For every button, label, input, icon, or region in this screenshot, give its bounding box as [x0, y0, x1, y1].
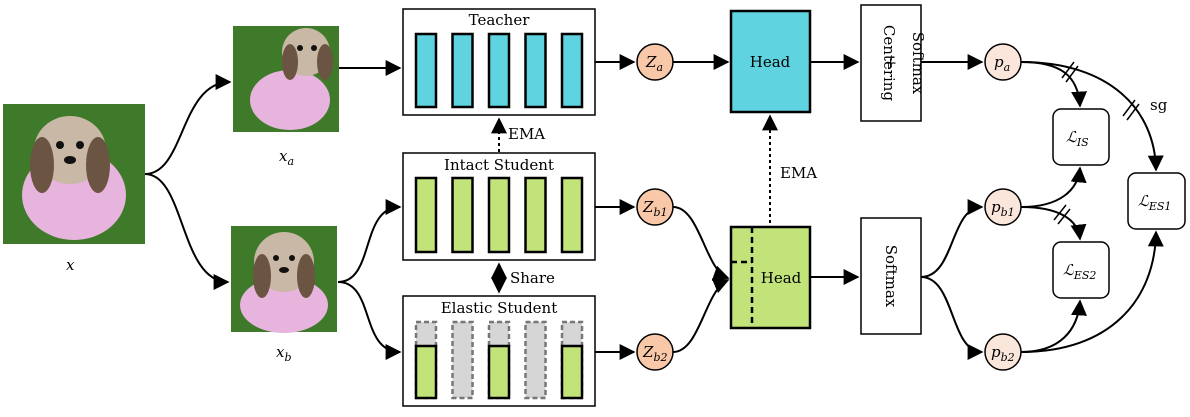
- teacher-bar-4: [524, 32, 547, 109]
- student-softmax: Softmax: [860, 217, 922, 335]
- augmented-image-xb: [231, 226, 337, 333]
- za-node: Za: [636, 43, 674, 81]
- svg-text:Zb1: Zb1: [642, 198, 667, 219]
- ema-label-head: EMA: [780, 164, 817, 182]
- share-label: Share: [510, 269, 555, 287]
- teacher-bar-5: [560, 32, 584, 109]
- svg-text:Softmax: Softmax: [882, 245, 900, 308]
- elastic-bar-slot-4: [524, 320, 547, 400]
- teacher-softmax-centering: Softmax + Centering: [860, 4, 927, 122]
- teacher-bar-2: [451, 32, 474, 109]
- input-image-x: [3, 104, 145, 244]
- elastic-active-bar-1: [414, 344, 438, 400]
- pb1-node: pb1: [984, 188, 1022, 226]
- svg-text:ℒES2: ℒES2: [1063, 261, 1096, 282]
- svg-text:Za: Za: [645, 53, 663, 74]
- xb-label: xb: [276, 343, 292, 364]
- student-head: Head: [729, 225, 812, 330]
- xa-label: xa: [279, 147, 294, 168]
- svg-text:Head: Head: [761, 269, 802, 287]
- svg-text:pb1: pb1: [991, 198, 1015, 219]
- connections: [144, 54, 1164, 360]
- teacher-head: Head: [729, 9, 812, 114]
- elastic-active-bar-5: [560, 344, 584, 400]
- intact-bar-4: [524, 176, 547, 254]
- teacher-title: Teacher: [469, 11, 531, 29]
- svg-text:Softmax: Softmax: [909, 32, 927, 95]
- zb1-node: Zb1: [636, 188, 674, 226]
- teacher-bar-3: [487, 32, 511, 109]
- elastic-active-bar-3: [487, 344, 511, 400]
- teacher-network: Teacher: [402, 8, 596, 116]
- loss-is: ℒIS: [1052, 108, 1110, 166]
- zb2-node: Zb2: [636, 333, 674, 371]
- svg-text:+: +: [882, 57, 900, 70]
- svg-text:Centering: Centering: [880, 25, 898, 102]
- augmented-image-xa: [233, 26, 339, 132]
- pa-node: pa: [984, 43, 1022, 81]
- ema-label-encoder: EMA: [508, 125, 545, 143]
- svg-text:Zb2: Zb2: [642, 343, 667, 364]
- intact-bar-5: [560, 176, 584, 254]
- svg-text:Head: Head: [750, 53, 791, 71]
- teacher-bar-1: [414, 32, 438, 109]
- intact-bar-1: [414, 176, 438, 254]
- loss-es1: ℒES1: [1127, 172, 1186, 230]
- intact-student-title: Intact Student: [444, 156, 554, 174]
- svg-text:ℒIS: ℒIS: [1066, 128, 1089, 149]
- elastic-student-network: Elastic Student: [402, 295, 596, 407]
- intact-bar-3: [487, 176, 511, 254]
- intact-student-network: Intact Student: [402, 152, 596, 261]
- pb2-node: pb2: [984, 333, 1022, 371]
- elastic-bar-slot-2: [451, 320, 474, 400]
- sg-label: sg: [1150, 96, 1168, 114]
- svg-text:pb2: pb2: [991, 343, 1015, 364]
- intact-bar-2: [451, 176, 474, 254]
- loss-es2: ℒES2: [1052, 241, 1110, 299]
- elastic-student-title: Elastic Student: [441, 299, 558, 317]
- svg-text:ℒES1: ℒES1: [1138, 192, 1171, 213]
- x-label: x: [66, 256, 75, 274]
- svg-text:pa: pa: [994, 53, 1010, 74]
